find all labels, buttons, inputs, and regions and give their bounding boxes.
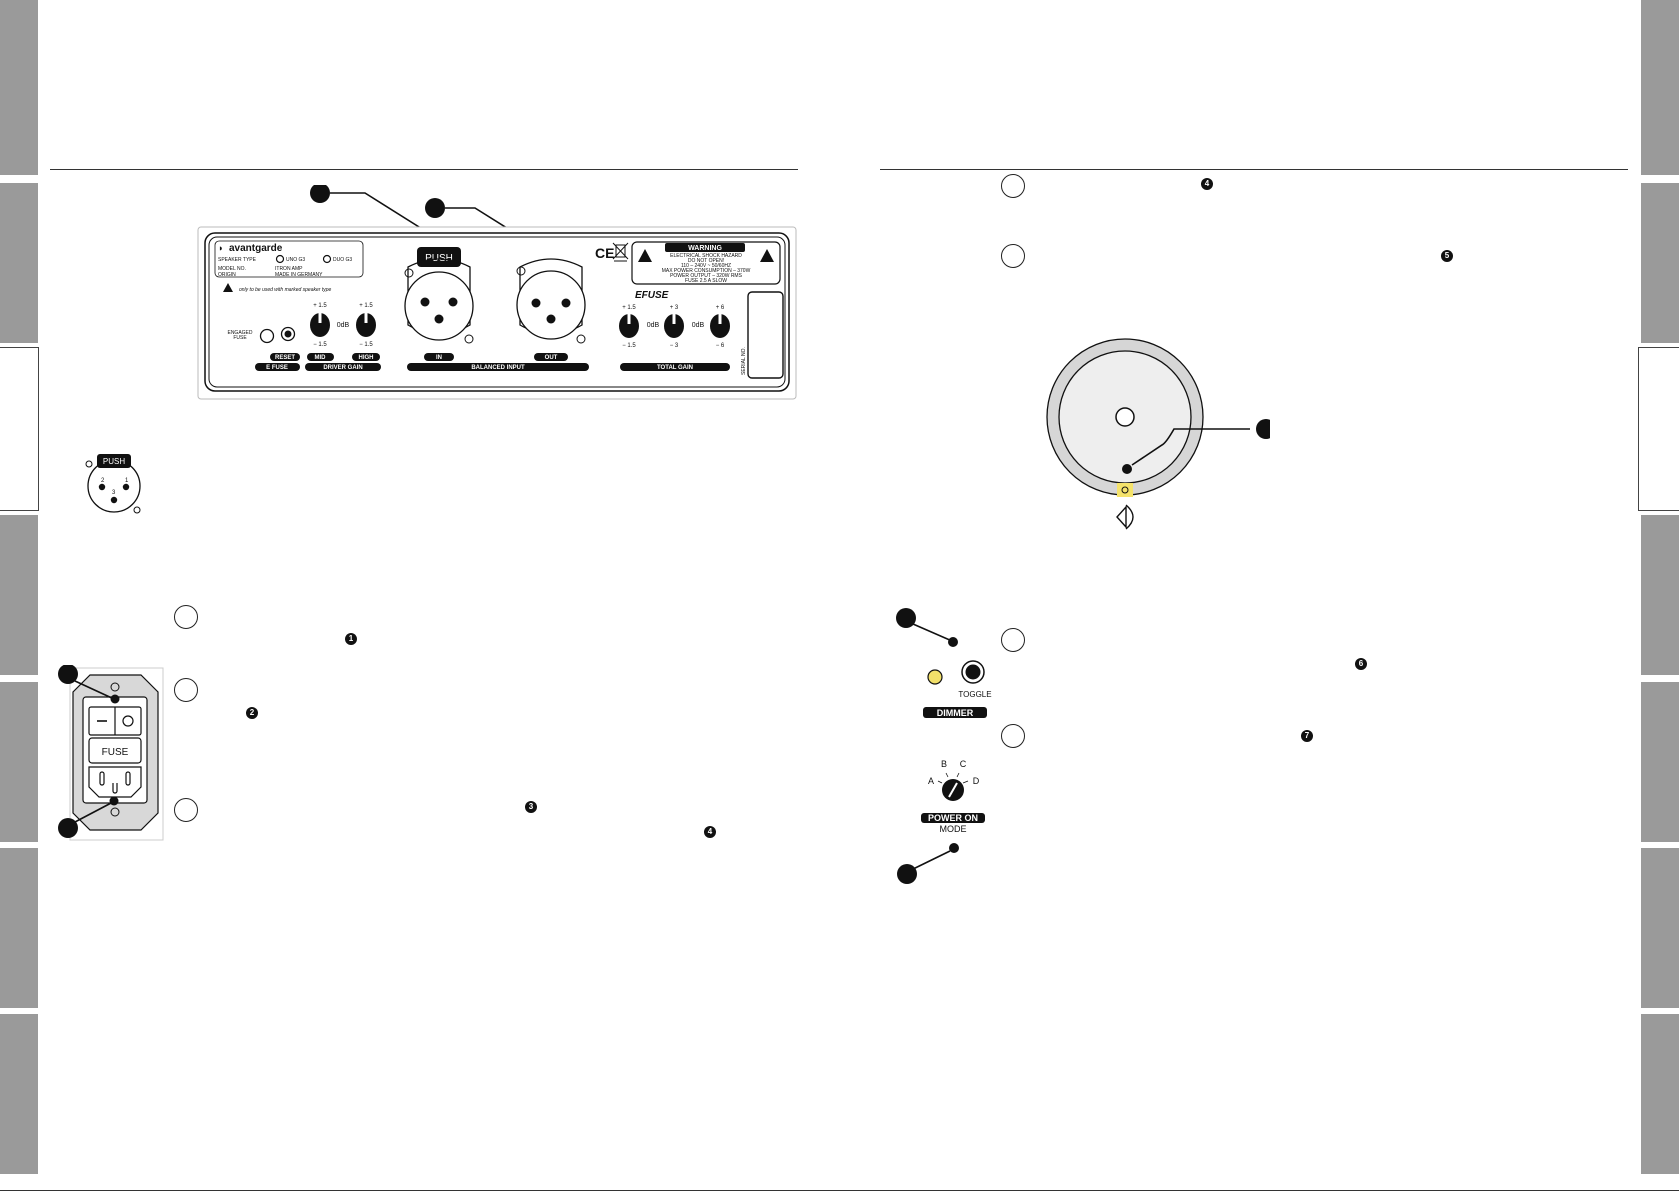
header-rule-right [880, 169, 1628, 170]
side-tab-2[interactable] [0, 183, 38, 343]
highlight-marker [1117, 483, 1133, 497]
svg-text:− 6: − 6 [716, 343, 725, 349]
svg-text:− 1.5: − 1.5 [622, 343, 636, 349]
svg-text:DO NOT OPEN!: DO NOT OPEN! [688, 258, 724, 264]
header-rule-left [50, 169, 798, 170]
mode-selector-diagram: B C A D POWER ON MODE [897, 759, 985, 884]
svg-text:+ 1.5: + 1.5 [359, 303, 373, 309]
side-tab-1[interactable] [0, 0, 38, 175]
svg-text:FUSE 2.5 A SLOW: FUSE 2.5 A SLOW [685, 278, 727, 284]
svg-text:ELECTRICAL SHOCK HAZARD: ELECTRICAL SHOCK HAZARD [670, 253, 742, 259]
svg-text:ORIGIN: ORIGIN [218, 272, 236, 278]
svg-text:3: 3 [112, 490, 116, 496]
side-tab-6[interactable] [0, 848, 38, 1008]
svg-text:0dB: 0dB [337, 322, 350, 329]
side-tab-right-5[interactable] [1641, 682, 1679, 842]
svg-text:FUSE: FUSE [233, 335, 247, 341]
footer-rule [0, 1190, 1679, 1191]
svg-text:TOGGLE: TOGGLE [958, 690, 991, 699]
ref-badge-1: 1 [345, 633, 357, 645]
svg-text:FUSE: FUSE [102, 747, 129, 758]
side-tab-5[interactable] [0, 682, 38, 842]
svg-text:− 3: − 3 [670, 343, 679, 349]
svg-text:E FUSE: E FUSE [266, 365, 288, 371]
power-inlet-diagram: FUSE [58, 665, 164, 841]
svg-text:TOTAL GAIN: TOTAL GAIN [657, 365, 693, 371]
svg-text:A: A [928, 776, 934, 786]
svg-text:MID: MID [315, 355, 327, 361]
callout-dot-push [310, 185, 330, 203]
svg-text:CE: CE [595, 245, 614, 261]
svg-text:ITRON AMP: ITRON AMP [275, 266, 303, 272]
svg-text:PUSH: PUSH [103, 457, 125, 466]
side-tab-right-4[interactable] [1641, 515, 1679, 675]
svg-text:POWER ON: POWER ON [928, 813, 978, 823]
side-tab-7[interactable] [0, 1014, 38, 1174]
svg-text:C: C [960, 759, 967, 769]
svg-text:+ 6: + 6 [716, 305, 725, 311]
speaker-top-view-diagram [1046, 338, 1270, 530]
svg-text:+ 3: + 3 [670, 305, 679, 311]
rear-panel-diagram: avantgarde ◗ SPEAKER TYPE UNO G3 DUO G3 … [197, 185, 797, 400]
svg-text:+ 1.5: + 1.5 [313, 303, 327, 309]
svg-text:ENGAGED: ENGAGED [227, 330, 252, 336]
callout-dot-out [425, 198, 445, 218]
step-circle-r4 [1001, 724, 1025, 748]
svg-text:POWER OUTPUT – 320W RMS: POWER OUTPUT – 320W RMS [670, 273, 743, 279]
ref-badge-4-left: 4 [704, 826, 716, 838]
svg-text:+ 1.5: + 1.5 [622, 305, 636, 311]
ref-badge-3: 3 [525, 801, 537, 813]
svg-text:MODE: MODE [940, 824, 967, 834]
svg-text:D: D [973, 776, 980, 786]
step-circle-r1 [1001, 174, 1025, 198]
side-tab-right-7[interactable] [1641, 1014, 1679, 1174]
svg-text:0dB: 0dB [692, 322, 705, 329]
svg-text:110 – 240V ~ 50/60HZ: 110 – 240V ~ 50/60HZ [681, 263, 731, 269]
svg-text:SPEAKER TYPE: SPEAKER TYPE [218, 257, 257, 263]
side-tab-right-3-active[interactable] [1638, 347, 1679, 511]
ref-badge-6: 6 [1355, 658, 1367, 670]
ref-badge-4-right: 4 [1201, 178, 1213, 190]
svg-text:MODEL NO.: MODEL NO. [218, 266, 246, 272]
svg-text:− 1.5: − 1.5 [313, 342, 327, 348]
side-tab-right-2[interactable] [1641, 183, 1679, 343]
dimmer-led [927, 669, 943, 685]
brand-logo: avantgarde [229, 243, 283, 254]
side-tab-4[interactable] [0, 515, 38, 675]
ref-badge-2: 2 [246, 707, 258, 719]
svg-text:only to be used with marked sp: only to be used with marked speaker type [239, 287, 331, 293]
svg-text:− 1.5: − 1.5 [359, 342, 373, 348]
ref-badge-7: 7 [1301, 730, 1313, 742]
xlr-pinout-diagram: PUSH 2 1 3 [85, 454, 141, 514]
step-circle-r3 [1001, 628, 1025, 652]
step-circle-1 [174, 605, 198, 629]
svg-text:DIMMER: DIMMER [937, 708, 974, 718]
svg-text:B: B [941, 759, 947, 769]
svg-text:IN: IN [436, 355, 442, 361]
svg-text:0dB: 0dB [647, 322, 660, 329]
step-circle-r2 [1001, 244, 1025, 268]
step-circle-2 [174, 678, 198, 702]
svg-text:HIGH: HIGH [359, 355, 374, 361]
side-tab-3-active[interactable] [0, 347, 39, 511]
svg-text:WARNING: WARNING [688, 245, 722, 252]
step-circle-3 [174, 798, 198, 822]
svg-text:SERIAL NO.: SERIAL NO. [741, 347, 747, 375]
svg-text:1: 1 [125, 478, 129, 484]
svg-text:MADE IN GERMANY: MADE IN GERMANY [275, 272, 323, 278]
svg-text:MAX POWER CONSUMPTION – 370W: MAX POWER CONSUMPTION – 370W [662, 268, 751, 274]
svg-text:BALANCED INPUT: BALANCED INPUT [471, 365, 525, 371]
svg-text:◗: ◗ [218, 243, 223, 253]
svg-text:EFUSE: EFUSE [635, 290, 669, 301]
svg-text:2: 2 [101, 478, 105, 484]
ref-badge-5: 5 [1441, 250, 1453, 262]
svg-text:OUT: OUT [545, 355, 558, 361]
side-tab-right-6[interactable] [1641, 848, 1679, 1008]
dimmer-diagram: TOGGLE DIMMER [896, 608, 992, 718]
svg-text:DUO G3: DUO G3 [333, 257, 352, 263]
svg-text:DRIVER GAIN: DRIVER GAIN [323, 365, 362, 371]
svg-text:UNO G3: UNO G3 [286, 257, 305, 263]
side-tab-right-1[interactable] [1641, 0, 1679, 175]
svg-text:RESET: RESET [275, 355, 295, 361]
